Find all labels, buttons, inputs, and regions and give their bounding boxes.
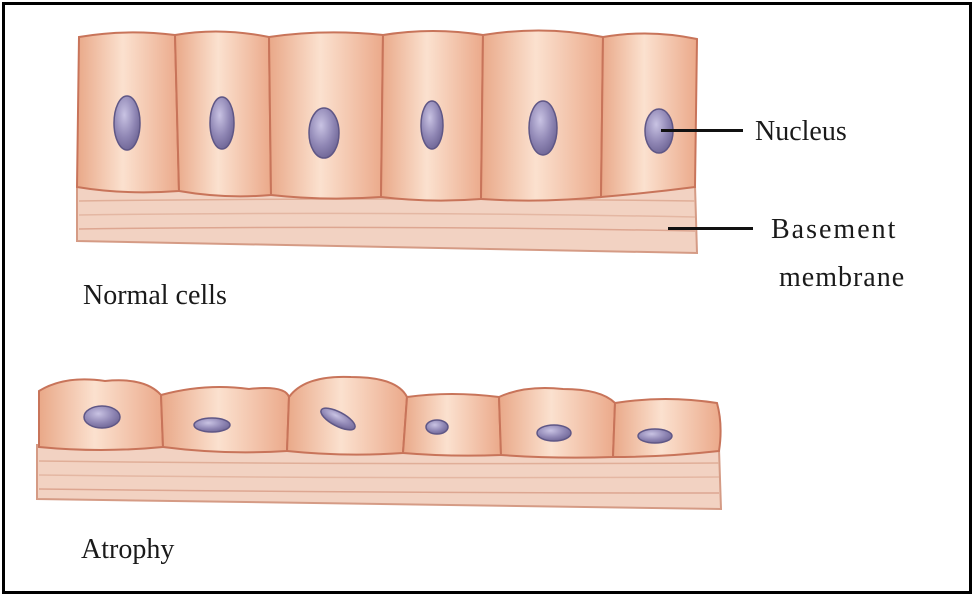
atrophy-cell	[403, 394, 501, 456]
normal-nucleus	[421, 101, 443, 149]
atrophy-nucleus	[426, 420, 448, 434]
nucleus-leader-line	[661, 129, 743, 132]
atrophy-nucleus	[638, 429, 672, 443]
atrophy-cell	[613, 399, 721, 457]
atrophy-nucleus	[194, 418, 230, 432]
nucleus-label: Nucleus	[755, 115, 847, 149]
atrophy-nucleus	[537, 425, 571, 441]
normal-nucleus	[529, 101, 557, 155]
normal-cells-caption: Normal cells	[83, 279, 227, 313]
normal-nucleus	[309, 108, 339, 158]
atrophy-cell	[499, 388, 615, 458]
basement-membrane-label-line1: Basement	[771, 213, 897, 247]
normal-nucleus	[210, 97, 234, 149]
atrophy-tissue	[37, 377, 721, 509]
normal-nucleus	[114, 96, 140, 150]
atrophy-caption: Atrophy	[81, 533, 174, 567]
normal-tissue	[77, 30, 697, 253]
basement-membrane-label-line2: membrane	[779, 261, 905, 295]
atrophy-nucleus	[84, 406, 120, 428]
basement-leader-line	[668, 227, 753, 230]
